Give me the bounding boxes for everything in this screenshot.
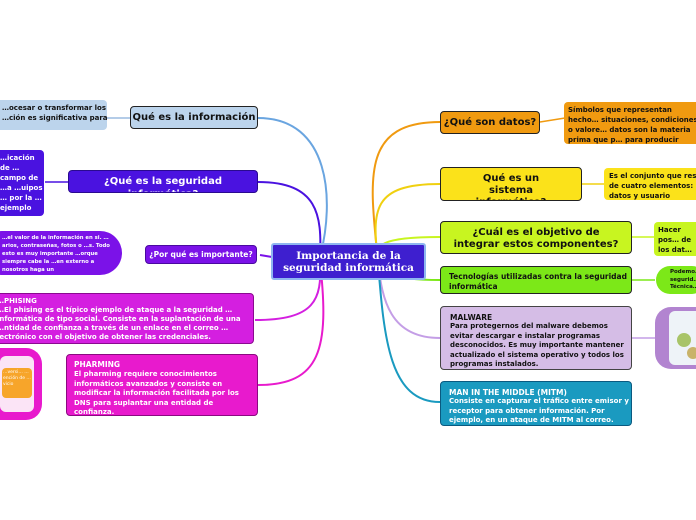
topic-malware[interactable]: MALWARE Para protegernos del malware deb… xyxy=(440,306,632,370)
subtopic-important-text: …el valor de la información en si. …ario… xyxy=(2,235,110,273)
pharming-image: …versi… …ención de …vicio xyxy=(0,348,42,420)
topic-pharming-body: El pharming requiere conocimientos infor… xyxy=(74,370,239,416)
topic-malware-body: Para protegernos del malware debemos evi… xyxy=(450,322,624,368)
central-topic-title: Importancia de la seguridad informática xyxy=(283,250,414,274)
topic-mitm[interactable]: MAN IN THE MIDDLE (MITM) Consiste en cap… xyxy=(440,381,632,426)
topic-objetivo[interactable]: ¿Cuál es el objetivo de integrar estos c… xyxy=(440,221,632,254)
topic-pharming[interactable]: PHARMING El pharming requiere conocimien… xyxy=(66,354,258,416)
topic-important[interactable]: ¿Por qué es importante? xyxy=(145,245,257,264)
topic-tecnologias[interactable]: Tecnologías utilizadas contra la segurid… xyxy=(440,266,632,294)
subtopic-info-text: …ocesar o transformar los …ción es signi… xyxy=(2,104,107,122)
subtopic-tecnologias-detail[interactable]: Podemo… segurid… Técnica… xyxy=(656,266,696,294)
topic-info[interactable]: Qué es la información xyxy=(130,106,258,129)
topic-phishing-body: …El phising es el típico ejemplo de ataq… xyxy=(0,306,241,341)
topic-sistema-title: Qué es un sistema informático? xyxy=(476,173,547,200)
topic-objetivo-title: ¿Cuál es el objetivo de integrar estos c… xyxy=(453,227,619,250)
topic-phishing-title: …PHISING xyxy=(0,297,37,305)
subtopic-security-text: …icación de …campo de …a …uipos … por la… xyxy=(0,154,43,212)
topic-mitm-body: Consiste en capturar el tráfico entre em… xyxy=(449,397,629,424)
subtopic-info-detail[interactable]: …ocesar o transformar los …ción es signi… xyxy=(0,100,107,130)
topic-sistema[interactable]: Qué es un sistema informático? xyxy=(440,167,582,201)
malware-image xyxy=(655,307,696,369)
topic-phishing[interactable]: …PHISING …El phising es el típico ejempl… xyxy=(0,293,254,344)
subtopic-security-detail[interactable]: …icación de …campo de …a …uipos … por la… xyxy=(0,150,44,216)
topic-datos[interactable]: ¿Qué son datos? xyxy=(440,111,540,134)
subtopic-datos-detail[interactable]: Símbolos que representan hecho… situacio… xyxy=(564,102,696,144)
topic-mitm-title: MAN IN THE MIDDLE (MITM) xyxy=(449,388,567,397)
subtopic-important-detail[interactable]: …el valor de la información en si. …ario… xyxy=(0,231,122,275)
topic-pharming-title: PHARMING xyxy=(74,360,121,369)
subtopic-objetivo-detail[interactable]: Hacer pos… de los dat… ordenado… xyxy=(654,222,696,256)
topic-malware-title: MALWARE xyxy=(450,313,493,322)
topic-tecnologias-title: Tecnologías utilizadas contra la segurid… xyxy=(449,272,627,291)
topic-security[interactable]: ¿Qué es la seguridad informática? xyxy=(68,170,258,193)
subtopic-sistema-text: Es el conjunto que res… de cuatro elemen… xyxy=(609,172,696,200)
topic-info-title: Qué es la información xyxy=(132,112,256,123)
subtopic-sistema-detail[interactable]: Es el conjunto que res… de cuatro elemen… xyxy=(604,168,696,200)
subtopic-tecnologias-text: Podemo… segurid… Técnica… xyxy=(670,269,696,290)
pharming-image-caption: …versi… …ención de …vicio xyxy=(3,370,31,387)
subtopic-datos-text: Símbolos que representan hecho… situacio… xyxy=(568,106,696,144)
topic-security-title: ¿Qué es la seguridad informática? xyxy=(104,176,222,192)
central-topic[interactable]: Importancia de la seguridad informática xyxy=(271,243,426,280)
topic-datos-title: ¿Qué son datos? xyxy=(443,117,537,128)
topic-important-title: ¿Por qué es importante? xyxy=(149,250,253,259)
subtopic-objetivo-text: Hacer pos… de los dat… ordenado… xyxy=(658,226,692,254)
